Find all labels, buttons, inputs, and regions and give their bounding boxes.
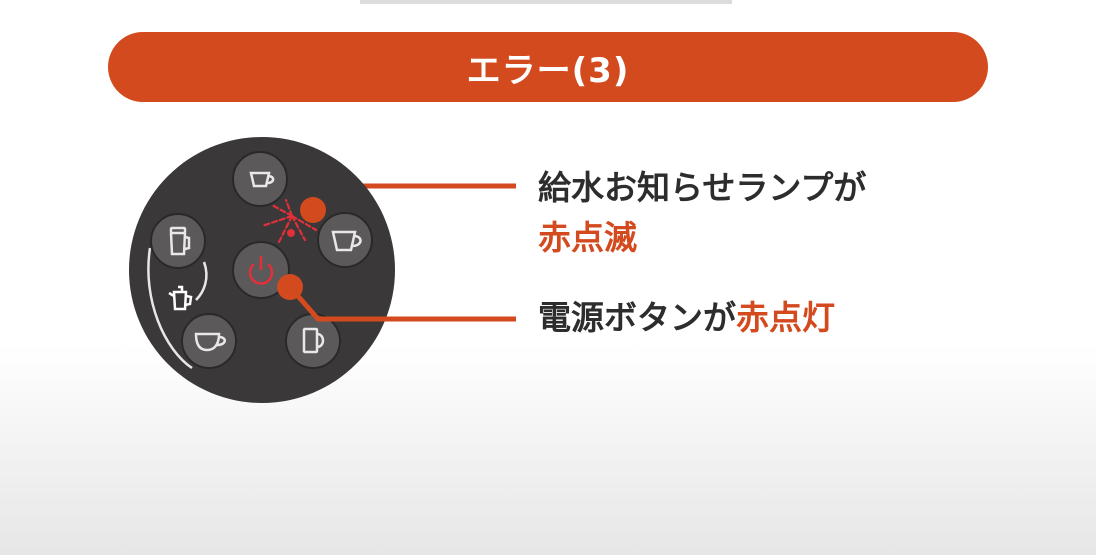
wide-cup-button[interactable] [181, 313, 237, 369]
tumbler-icon [169, 226, 191, 256]
power-button[interactable] [232, 241, 290, 299]
mug-button[interactable] [285, 313, 341, 369]
pot-icon [168, 285, 193, 311]
water-lamp-callout-dot [300, 197, 326, 223]
water-lamp-caption: 給水お知らせランプが [538, 168, 866, 208]
panel-side-arc-inner [195, 261, 208, 301]
small-cup-icon [249, 171, 275, 188]
water-lamp-status-caption: 赤点滅 [538, 218, 637, 258]
top-edge-strip [360, 0, 732, 4]
wide-cup-icon [194, 332, 226, 352]
water-lamp-indicator [287, 229, 295, 237]
power-icon [248, 255, 274, 285]
banner-title: エラー(3) [466, 50, 630, 91]
tumbler-button[interactable] [150, 213, 206, 269]
power-button-caption: 電源ボタンが赤点灯 [538, 298, 835, 338]
power-button-status: 赤点灯 [736, 298, 835, 337]
water-lamp-text: 給水お知らせランプが [538, 168, 867, 207]
power-button-leader-line [288, 285, 516, 322]
power-button-callout-dot [277, 274, 303, 300]
power-button-text: 電源ボタンが [538, 298, 736, 337]
water-lamp-blink-rays [260, 198, 318, 246]
mug-icon [302, 327, 325, 354]
small-cup-button[interactable] [232, 151, 288, 207]
error-banner: エラー(3) [108, 32, 988, 102]
water-lamp-status: 赤点滅 [538, 218, 637, 257]
large-cup-button[interactable] [317, 212, 373, 268]
panel-side-arc [147, 247, 193, 370]
large-cup-icon [331, 230, 362, 252]
